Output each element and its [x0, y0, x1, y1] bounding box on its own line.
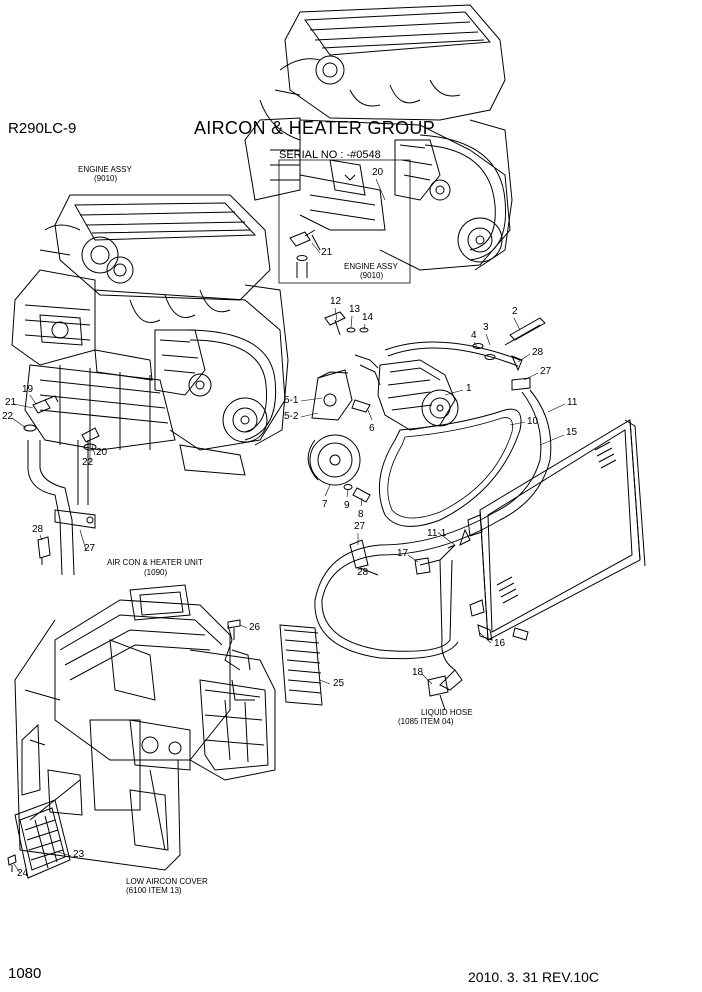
- callout-22-left: 22: [2, 411, 14, 422]
- serial-detail-box: [279, 160, 410, 283]
- engine-left: [12, 195, 288, 475]
- callout-3: 3: [483, 322, 489, 333]
- callout-10: 10: [527, 416, 539, 427]
- callout-1: 1: [466, 383, 472, 394]
- low-aircon-cover-ref: (6100 ITEM 13): [126, 886, 182, 895]
- condenser-15: [468, 420, 645, 640]
- model-number: R290LC-9: [8, 120, 77, 137]
- fitting-21-top: [290, 230, 320, 278]
- compressor-section: [308, 312, 545, 502]
- low-aircon-cover-name: LOW AIRCON COVER: [126, 877, 208, 886]
- drive-belt-10: [379, 409, 521, 526]
- liquid-hose-ref: (1085 ITEM 04): [398, 717, 454, 726]
- callout-15: 15: [566, 427, 578, 438]
- callout-22-right: 22: [82, 457, 94, 468]
- callout-19: 19: [22, 384, 34, 395]
- serial-range: SERIAL NO : -#0548: [279, 149, 381, 161]
- cover-23: [15, 800, 70, 878]
- callout-4: 4: [471, 330, 477, 341]
- callout-20-top: 20: [372, 167, 384, 178]
- fittings-left: [24, 396, 99, 450]
- liquid-hose-name: LIQUID HOSE: [421, 708, 473, 717]
- callout-2: 2: [512, 306, 518, 317]
- callout-27-center: 27: [354, 521, 366, 532]
- callout-11-1: 11-1: [427, 528, 447, 539]
- callout-21-left: 21: [5, 397, 17, 408]
- callout-21-top: 21: [321, 247, 333, 258]
- screw-24: [8, 855, 16, 872]
- revision-date: 2010. 3. 31 REV.10C: [468, 969, 600, 985]
- callout-28-right: 28: [532, 347, 544, 358]
- screw-26: [228, 620, 240, 640]
- aircon-unit-code: (1090): [144, 568, 168, 577]
- callout-16: 16: [494, 638, 506, 649]
- callout-20-left: 20: [96, 447, 108, 458]
- engine-assy-left-name: ENGINE ASSY: [78, 165, 132, 174]
- callout-11: 11: [567, 397, 578, 408]
- engine-top-right: [245, 5, 512, 270]
- page-number: 1080: [8, 965, 42, 982]
- callout-9: 9: [344, 500, 350, 511]
- callout-17: 17: [397, 548, 409, 559]
- callout-27-left: 27: [84, 543, 96, 554]
- callout-27-right: 27: [540, 366, 552, 377]
- callout-23: 23: [73, 849, 85, 860]
- filter-25: [280, 625, 322, 705]
- callout-13: 13: [349, 304, 361, 315]
- engine-assy-left-code: (9010): [94, 174, 118, 183]
- pipes-left: [28, 440, 95, 575]
- callout-5-1: 5-1: [284, 395, 299, 406]
- callout-7: 7: [322, 499, 328, 510]
- callout-14: 14: [362, 312, 374, 323]
- engine-assy-right-code: (9010): [360, 271, 384, 280]
- callout-12: 12: [330, 296, 342, 307]
- callout-25: 25: [333, 678, 345, 689]
- engine-assy-right-name: ENGINE ASSY: [344, 262, 398, 271]
- callout-24: 24: [17, 868, 29, 879]
- callout-6: 6: [369, 423, 375, 434]
- callout-26: 26: [249, 622, 261, 633]
- aircon-unit-name: AIR CON & HEATER UNIT: [107, 558, 203, 567]
- page-title: AIRCON & HEATER GROUP: [194, 118, 435, 138]
- callout-28-center: 28: [357, 567, 369, 578]
- hose-11: [322, 390, 551, 651]
- callout-18: 18: [412, 667, 424, 678]
- callout-28-left: 28: [32, 524, 44, 535]
- callout-5-2: 5-2: [284, 411, 299, 422]
- callout-8: 8: [358, 509, 364, 520]
